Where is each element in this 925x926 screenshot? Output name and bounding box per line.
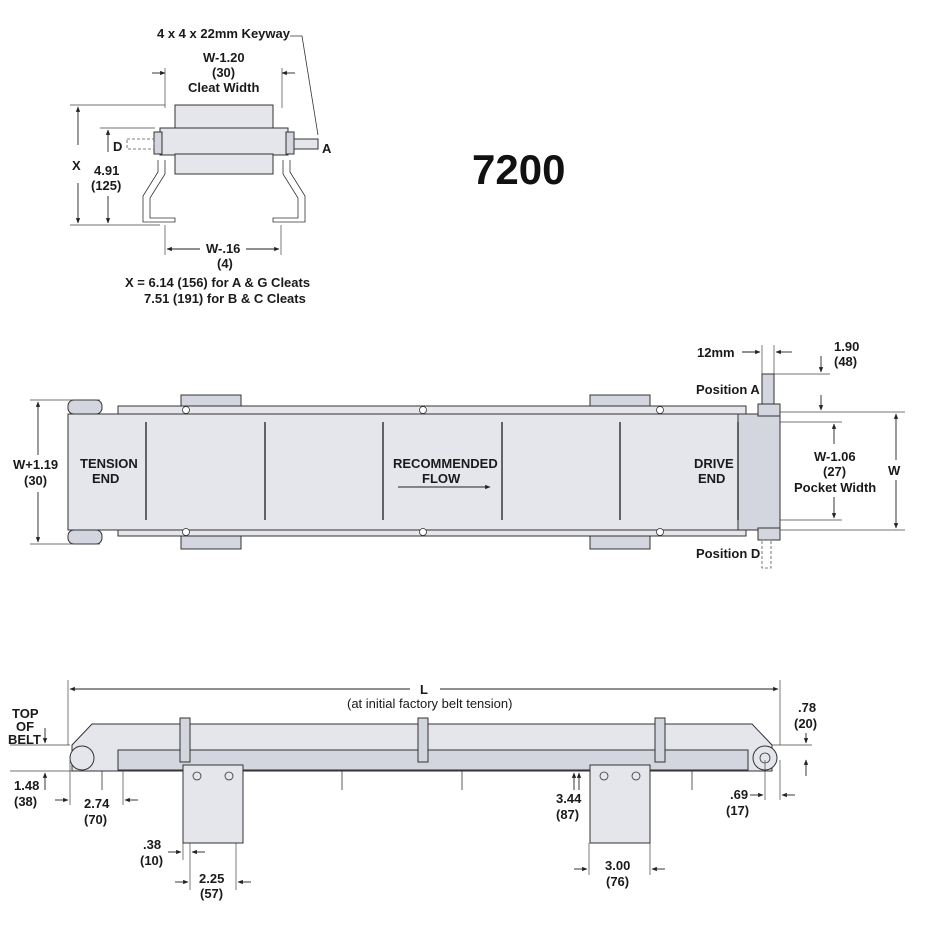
shaft-position-d	[126, 138, 155, 150]
a-label: A	[322, 141, 332, 156]
cleat-width-label: Cleat Width	[188, 80, 259, 95]
overall-width-dim: W+1.19	[13, 457, 58, 472]
dim-038-mm: (10)	[140, 853, 163, 868]
tension-cap-top	[67, 399, 103, 415]
tension-end-line2: END	[92, 471, 119, 486]
belt-cleat	[174, 104, 274, 130]
foot-width-dim: W-.16	[206, 241, 240, 256]
rail-bolts	[182, 406, 664, 536]
x-dim-label: X	[72, 158, 81, 173]
height-mm: (125)	[91, 178, 121, 193]
drive-end-line2: END	[698, 471, 725, 486]
position-d-label: Position D	[696, 546, 760, 561]
tension-pulley	[69, 745, 95, 771]
position-a-label: Position A	[696, 382, 760, 397]
height-dim: 4.91	[94, 163, 119, 178]
cleat-width-mm: (30)	[212, 65, 235, 80]
x-note-line1: X = 6.14 (156) for A & G Cleats	[125, 275, 310, 290]
keyway-label: 4 x 4 x 22mm Keyway	[157, 26, 291, 41]
dim-225-mm: (57)	[200, 886, 223, 901]
pocket-width-dim: W-1.06	[814, 449, 856, 464]
belt-return	[174, 153, 274, 175]
shaft-position-d-top	[761, 539, 772, 569]
shaft-ext-dim: 1.90	[834, 339, 859, 354]
drive-shaft	[293, 138, 319, 150]
dim-078: .78	[798, 700, 816, 715]
drive-end-housing-top	[757, 403, 781, 417]
side-view: L (at initial factory belt tension) TOP …	[8, 680, 817, 901]
dim-225: 2.25	[199, 871, 224, 886]
overall-width-mm: (30)	[24, 473, 47, 488]
top-view: TENSION END RECOMMENDED FLOW DRIVE END W…	[13, 339, 905, 569]
post-2	[417, 717, 429, 763]
bottom-bracket-1	[180, 535, 242, 550]
dim-038: .38	[143, 837, 161, 852]
post-1	[179, 717, 191, 763]
dim-274-mm: (70)	[84, 812, 107, 827]
length-note: (at initial factory belt tension)	[347, 696, 512, 711]
shaft-ext-mm: (48)	[834, 354, 857, 369]
w-label: W	[888, 463, 901, 478]
dim-344-mm: (87)	[556, 807, 579, 822]
dim-069-mm: (17)	[726, 803, 749, 818]
length-label: L	[420, 682, 428, 697]
right-leg	[272, 160, 306, 223]
cleat-width-dim: W-1.20	[203, 50, 245, 65]
top-of-belt-line3: BELT	[8, 732, 41, 747]
rail-bolt	[182, 406, 190, 414]
rail-bolt	[656, 406, 664, 414]
side-bracket-2	[589, 764, 651, 844]
end-view: 4 x 4 x 22mm Keyway W-1.20 (30) Cleat Wi…	[70, 26, 332, 306]
dim-300-mm: (76)	[606, 874, 629, 889]
pulley-body	[159, 127, 289, 156]
model-number: 7200	[472, 146, 565, 193]
pocket-width-label: Pocket Width	[794, 480, 876, 495]
flow-line2: FLOW	[422, 471, 461, 486]
top-of-belt-line2: OF	[16, 719, 34, 734]
rail-bolt	[419, 406, 427, 414]
shaft-position-a	[761, 373, 775, 405]
foot-width-mm: (4)	[217, 256, 233, 271]
tension-cap-bottom	[67, 529, 103, 545]
belt-height-dim: 1.48	[14, 778, 39, 793]
side-bracket-1	[182, 764, 244, 844]
dim-274: 2.74	[84, 796, 110, 811]
left-leg	[142, 160, 176, 223]
top-side-rail	[117, 405, 747, 415]
shaft-dim: 12mm	[697, 345, 735, 360]
belt-cleats	[145, 422, 739, 520]
dim-078-mm: (20)	[794, 716, 817, 731]
belt-height-mm: (38)	[14, 794, 37, 809]
d-label: D	[113, 139, 122, 154]
tension-end-line1: TENSION	[80, 456, 138, 471]
bottom-bracket-2	[589, 535, 651, 550]
pocket-width-mm: (27)	[823, 464, 846, 479]
dim-069: .69	[730, 787, 748, 802]
drive-end-housing-bottom	[757, 527, 781, 541]
top-of-belt-line1: TOP	[12, 706, 39, 721]
drive-end-line1: DRIVE	[694, 456, 734, 471]
dim-344: 3.44	[556, 791, 582, 806]
rail-bolt	[182, 528, 190, 536]
rail-bolt	[419, 528, 427, 536]
post-3	[654, 717, 666, 763]
drive-end-frame	[737, 413, 781, 531]
flow-line1: RECOMMENDED	[393, 456, 498, 471]
dim-300: 3.00	[605, 858, 630, 873]
x-note-line2: 7.51 (191) for B & C Cleats	[144, 291, 306, 306]
rail-bolt	[656, 528, 664, 536]
